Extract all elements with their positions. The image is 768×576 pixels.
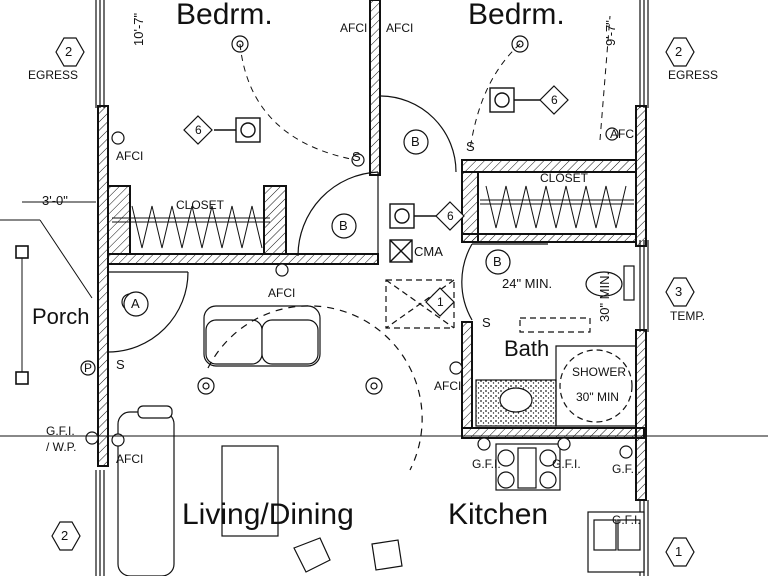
door-tag-b-3: B	[493, 254, 502, 269]
phone-symbol: P	[84, 361, 93, 375]
dimension-toilet-side: 30" MIN.	[597, 271, 612, 322]
window-tag-1: 1	[675, 544, 683, 559]
exterior-window-left	[95, 0, 105, 576]
room-label-living-dining: Living/Dining	[182, 498, 354, 531]
afci-label-7: AFCI	[116, 452, 144, 466]
window-tag-3: 3	[675, 284, 683, 299]
afci-label-4: AFCI	[610, 127, 638, 141]
closet-left	[112, 205, 270, 249]
bath-fixtures	[475, 265, 637, 427]
egress-label-left: EGRESS	[28, 68, 79, 82]
kitchen-sink	[587, 511, 645, 573]
switch-symbol-4: S	[116, 357, 125, 372]
range	[495, 443, 561, 491]
closet-right	[480, 185, 634, 229]
door-swings	[107, 95, 548, 353]
switch-symbol-2: S	[466, 139, 475, 154]
smoke-detectors	[214, 87, 540, 229]
gfi-label-kitchen-1: G.F.I.	[472, 457, 501, 471]
co-alarm	[389, 239, 413, 263]
afci-label-2: AFCI	[386, 21, 414, 35]
closet-label-left: CLOSET	[176, 198, 225, 212]
room-label-bath: Bath	[504, 336, 550, 361]
switch-legs	[239, 15, 611, 161]
gfi-label-kitchen-4: G.F.I.	[612, 513, 641, 527]
sofa	[203, 305, 321, 367]
egress-label-right: EGRESS	[668, 68, 719, 82]
outlets	[80, 127, 633, 459]
exhaust-fan	[385, 279, 455, 329]
afci-label-6: AFCI	[434, 379, 462, 393]
afci-label-3: AFCI	[116, 149, 144, 163]
gfi-label-kitchen-3: G.F.I.	[612, 462, 641, 476]
dining-set	[117, 305, 423, 576]
gfi-label-exterior: G.F.I.	[46, 424, 75, 438]
cma-label: CMA	[414, 244, 443, 259]
detector-tags	[183, 85, 569, 317]
detector-tag-6-right: 6	[551, 93, 558, 107]
window-tag-2-right-top: 2	[675, 44, 683, 59]
afci-label-5: AFCI	[268, 286, 296, 300]
door-tag-b-2: B	[339, 218, 348, 233]
door-tag-a: A	[131, 296, 140, 311]
afci-label-1: AFCI	[340, 21, 368, 35]
switch-symbol-1: S	[352, 149, 361, 164]
detector-tag-6-hall: 6	[447, 209, 454, 223]
fan-tag-1: 1	[437, 295, 444, 309]
window-tag-2-left-bottom: 2	[61, 528, 69, 543]
detector-tag-6-left: 6	[195, 123, 202, 137]
switch-symbol-3: S	[482, 315, 491, 330]
dimension-shower: 30" MIN	[576, 390, 619, 404]
closet-label-right: CLOSET	[540, 171, 589, 185]
gfi-label-kitchen-2: G.F.I.	[552, 457, 581, 471]
dimension-toilet-front: 24" MIN.	[502, 276, 553, 291]
shower-label: SHOWER	[572, 365, 626, 379]
dimension-porch: 3'-0"	[42, 193, 68, 208]
door-tags	[123, 129, 511, 317]
room-label-kitchen: Kitchen	[448, 498, 549, 531]
temp-label: TEMP.	[670, 309, 706, 323]
window-tags	[51, 37, 695, 567]
window-tag-2-left-top: 2	[65, 44, 73, 59]
dimension-bedroom-right: 9'-7"	[603, 20, 618, 46]
porch-dimension	[0, 201, 768, 437]
walls	[97, 0, 647, 501]
gfi-wp-label: / W.P.	[46, 440, 77, 454]
door-tag-b-1: B	[411, 134, 420, 149]
room-label-bedroom-right: Bedrm.	[468, 0, 565, 31]
room-label-porch: Porch	[32, 304, 90, 329]
room-label-bedroom-left: Bedrm.	[176, 0, 273, 31]
dimension-bedroom-left: 10'-7"	[131, 12, 146, 46]
